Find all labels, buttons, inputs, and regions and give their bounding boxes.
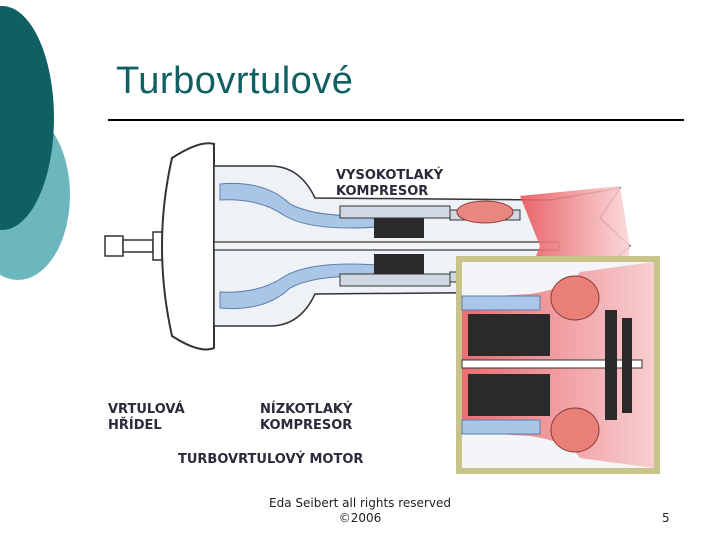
- title-divider: [108, 119, 684, 121]
- slide-title: Turbovrtulové: [116, 60, 354, 102]
- theme-decoration: [0, 6, 70, 280]
- cutaway-inset: [456, 256, 660, 474]
- label-propeller-shaft: VRTULOVÁ HŘÍDEL: [108, 402, 185, 433]
- diagram-caption: TURBOVRTULOVÝ MOTOR: [178, 452, 364, 467]
- label-high-pressure-compressor: VYSOKOTLAKÝ KOMPRESOR: [336, 168, 444, 199]
- page-number: 5: [662, 511, 670, 525]
- main-shaft: [213, 241, 560, 251]
- footer-copyright: Eda Seibert all rights reserved ©2006: [269, 496, 451, 525]
- turboprop-engine-diagram: [104, 142, 660, 474]
- spinner-housing: [161, 142, 215, 351]
- combustor-upper: [456, 200, 514, 224]
- label-low-pressure-compressor: NÍZKOTLAKÝ KOMPRESOR: [260, 402, 353, 433]
